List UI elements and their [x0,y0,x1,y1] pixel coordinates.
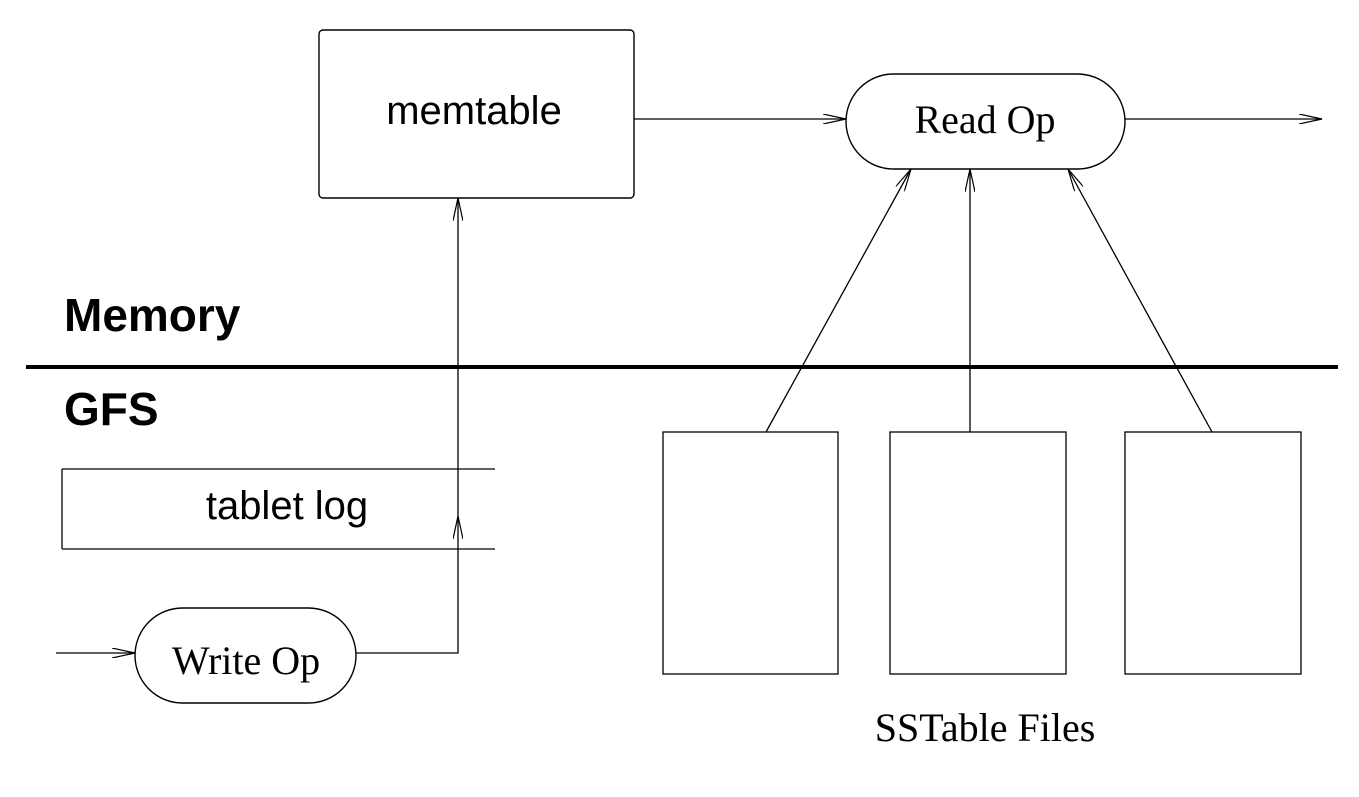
memtable-label: memtable [386,89,562,133]
sstable-file-2 [889,431,1067,675]
memtable-box [318,29,635,199]
read-op-node: Read Op [845,73,1126,170]
sstable-file-3 [1124,431,1302,675]
sstable-files-label: SSTable Files [875,705,1096,750]
memtable-node: memtable [318,29,635,199]
arrow-write-op-to-tablet-log [356,516,458,654]
write-op-node: Write Op [134,607,357,704]
tablet-log-label: tablet log [206,484,368,528]
arrow-sstable-3-to-read-op [1068,169,1213,433]
write-op-label: Write Op [172,638,320,683]
memory-label: Memory [64,289,241,341]
arrow-sstable-1-to-read-op [765,169,911,433]
gfs-label: GFS [64,383,159,435]
sstable-file-1 [662,431,839,675]
tablet-log-node: tablet log [61,468,495,550]
read-op-label: Read Op [914,97,1055,142]
